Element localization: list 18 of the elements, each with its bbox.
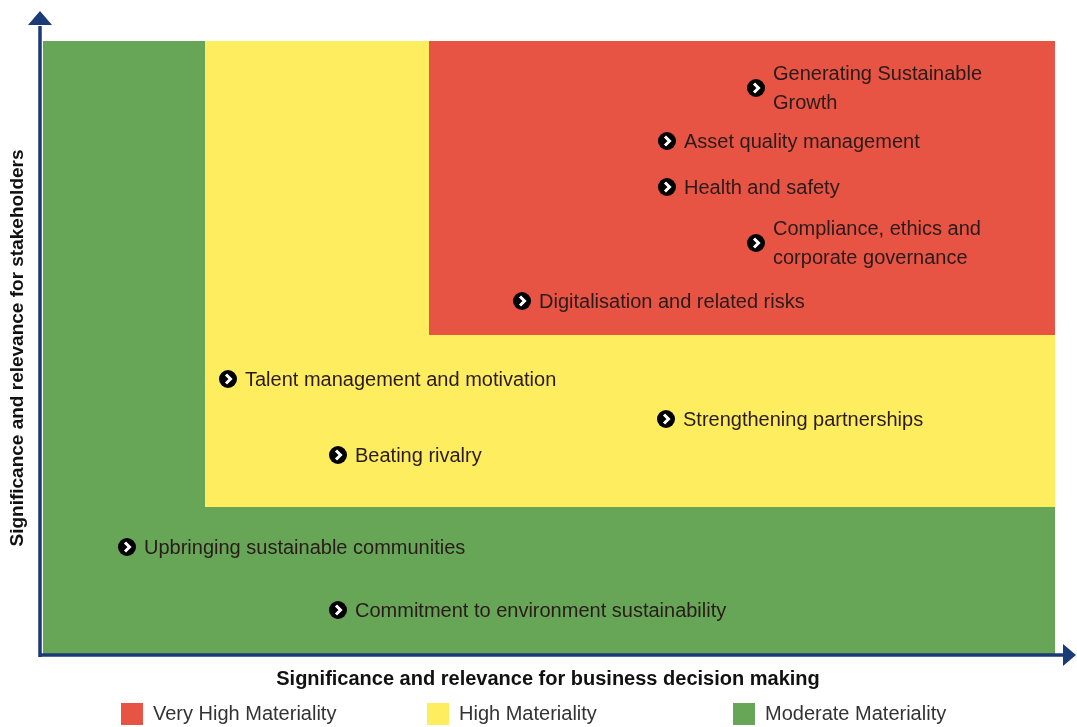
- topic-text: Strengthening partnerships: [683, 406, 924, 432]
- topic-text: Digitalisation and related risks: [539, 288, 805, 314]
- topic-text: Upbringing sustainable communities: [144, 534, 466, 560]
- topic-text: Asset quality management: [684, 128, 920, 154]
- materiality-zone: [429, 41, 1055, 335]
- materiality-zone: [43, 41, 1055, 655]
- legend-text: High Materiality: [459, 702, 597, 725]
- materiality-zone: [205, 41, 1055, 507]
- legend-text: Moderate Materiality: [765, 702, 947, 725]
- topic-text: Commitment to environment sustainability: [355, 597, 727, 623]
- axis-title: Significance and relevance for stakeholders: [6, 149, 28, 547]
- topic-text: Beating rivalry: [355, 442, 482, 468]
- legend-text: Very High Materiality: [153, 702, 337, 725]
- topic-text: Generating Sustainable Growth: [773, 61, 984, 115]
- topic-text: Talent management and motivation: [245, 366, 557, 392]
- topic-text: Health and safety: [684, 174, 840, 200]
- axis-title: Significance and relevance for business decision making: [276, 666, 820, 690]
- topic-text: Compliance, ethics and corporate governance: [773, 216, 982, 270]
